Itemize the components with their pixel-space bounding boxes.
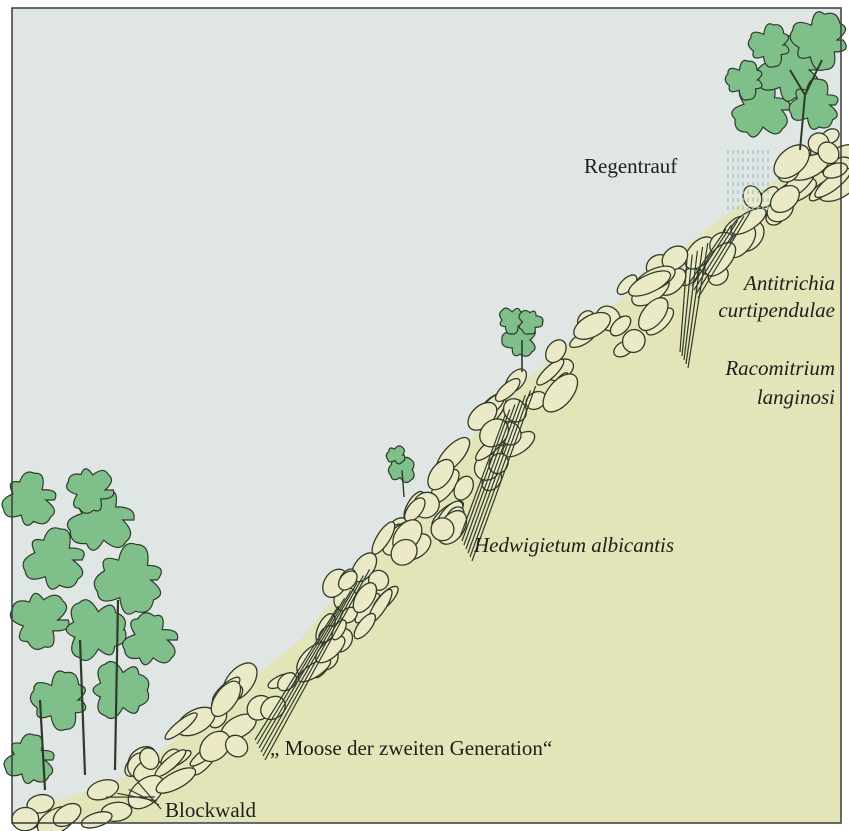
label-regentrauf: Regentrauf	[584, 154, 677, 179]
label-hedwigietum: Hedwigietum albicantis	[474, 533, 674, 558]
label-antitrichia-line2: curtipendulae	[718, 298, 835, 323]
label-moose-zweite-generation: „ Moose der zweiten Generation“	[270, 736, 552, 761]
label-racomitrium-line1: Racomitrium	[725, 356, 835, 381]
label-racomitrium-line2: langinosi	[757, 385, 835, 410]
label-blockwald: Blockwald	[165, 798, 256, 823]
label-antitrichia-line1: Antitrichia	[744, 271, 835, 296]
